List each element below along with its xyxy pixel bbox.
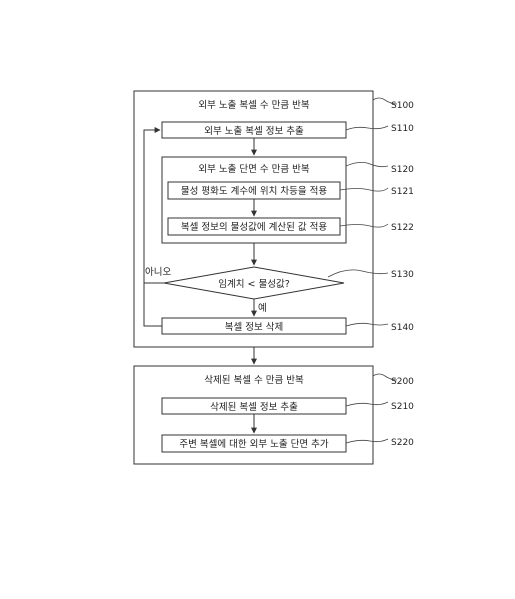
step-s140: S140 — [391, 323, 414, 333]
step-s120: S120 — [391, 165, 414, 175]
step-s122: S122 — [391, 223, 414, 233]
decision-text: 임계치 < 물성값? — [218, 278, 289, 290]
step-s220: S220 — [391, 438, 414, 448]
s130-leader — [327, 269, 389, 278]
apply-value-box — [167, 217, 341, 236]
extract-deleted-text: 삭제된 복셀 정보 추출 — [210, 401, 298, 413]
yes-label: 예 — [258, 303, 267, 314]
s122-leader — [339, 223, 389, 228]
loop2-leader — [372, 373, 398, 381]
delete-voxel-text: 복셀 정보 삭제 — [225, 322, 283, 333]
step-s121: S121 — [391, 187, 414, 197]
s120-leader — [345, 162, 389, 168]
no-branch-arrow — [143, 127, 164, 284]
step-s100: S100 — [391, 101, 414, 111]
step-s200: S200 — [391, 377, 414, 387]
loop1-leader — [372, 97, 398, 105]
apply-weight-text: 물성 평화도 계수에 위치 차등을 적용 — [181, 185, 327, 197]
s210-leader — [345, 401, 389, 407]
s140-leader — [345, 322, 389, 327]
loop1-title: 외부 노출 복셀 수 만큼 반복 — [198, 99, 309, 111]
loop-back-line — [143, 283, 162, 327]
inner-loop-title: 외부 노출 단면 수 만큼 반복 — [198, 163, 309, 175]
no-label: 아니오 — [145, 267, 171, 278]
add-surface-text: 주변 복셀에 대한 외부 노출 단면 추가 — [179, 438, 328, 450]
s110-leader — [345, 125, 389, 131]
add-surface-box — [161, 434, 347, 453]
loop2-title: 삭제된 복셀 수 만큼 반복 — [204, 374, 304, 386]
extract-voxel-text: 외부 노출 복셀 정보 추출 — [204, 125, 304, 137]
step-s130: S130 — [391, 270, 414, 280]
step-s210: S210 — [391, 402, 414, 412]
s220-leader — [345, 438, 389, 444]
step-s110: S110 — [391, 124, 414, 134]
s121-leader — [339, 187, 389, 192]
apply-value-text: 복셀 정보의 물성값에 계산된 값 적용 — [181, 221, 327, 233]
